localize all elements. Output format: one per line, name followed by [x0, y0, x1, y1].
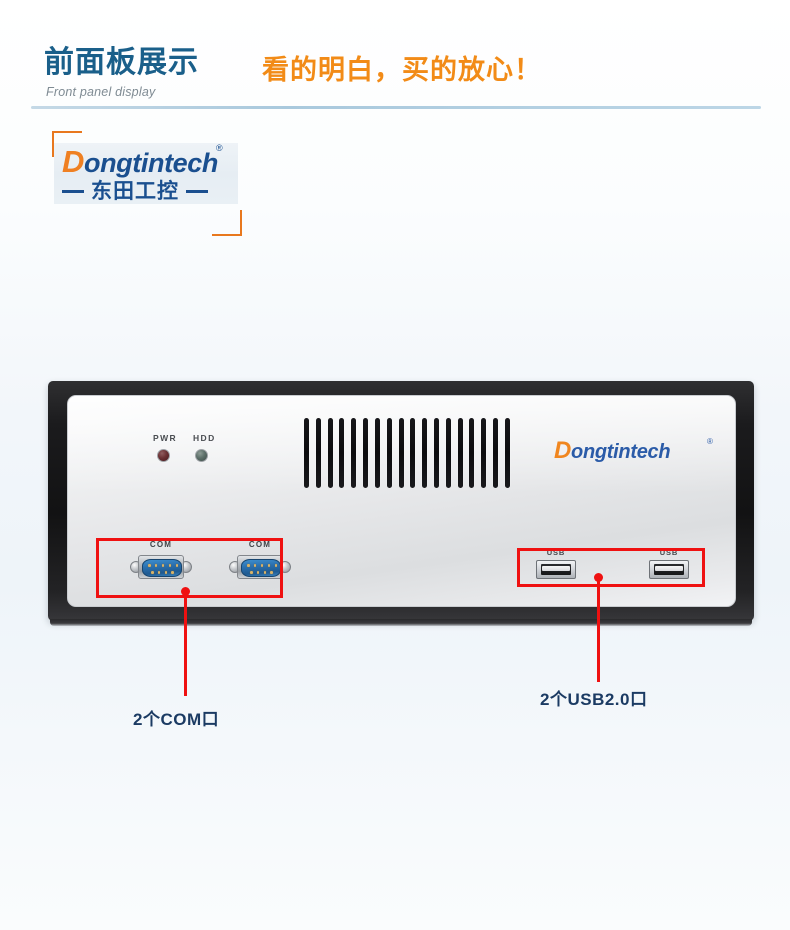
com-ports-highlight-box [96, 538, 283, 598]
vent-slot [445, 418, 451, 488]
panel-registered-trademark-icon: ® [707, 437, 713, 446]
com-port-1-shell [138, 555, 184, 579]
vent-slot [469, 418, 475, 488]
page-title: 前面板展示 [44, 46, 199, 79]
vent-slot [504, 418, 510, 488]
brand-wordmark-text: ongtintech [84, 148, 218, 178]
vent-slot [457, 418, 463, 488]
usb-port-2-shell [649, 560, 689, 579]
com-port-1-label: COM [149, 540, 173, 549]
usb-port-2[interactable]: USB [649, 549, 689, 579]
vent-slot [351, 418, 357, 488]
page-subtitle: Front panel display [46, 85, 156, 99]
com-port-1[interactable]: COM [130, 541, 192, 580]
com-port-1-connector [142, 559, 182, 577]
com-callout-line [184, 591, 187, 696]
panel-brand-initial: D [554, 437, 572, 464]
com-port-1-pins-top [148, 564, 178, 567]
panel-brand-logo: Dongtintech [554, 437, 671, 464]
logo-corner-bracket-top-left [52, 131, 82, 157]
power-led [157, 449, 170, 462]
vent-slot [493, 418, 498, 488]
usb-callout-label: 2个USB2.0口 [540, 690, 648, 709]
vent-slot [327, 418, 333, 488]
usb-port-2-tongue [655, 566, 683, 571]
logo-dash-right [186, 190, 208, 193]
vent-slot [433, 418, 439, 488]
vent-slot [304, 418, 309, 488]
usb-ports-highlight-box [517, 548, 705, 587]
vent-slot [339, 418, 345, 488]
vent-slot [315, 418, 321, 488]
vent-slot [386, 418, 392, 488]
hdd-led-label: HDD [193, 433, 216, 443]
usb-callout-line [597, 577, 600, 682]
brand-logo-panel [54, 143, 238, 204]
usb-port-2-label: USB [659, 548, 679, 557]
vent-slot [363, 418, 369, 488]
brand-wordmark: Dongtintech [62, 146, 218, 177]
com-port-2-pins-bottom [250, 571, 273, 574]
usb-port-1-shell [536, 560, 576, 579]
com-callout-label: 2个COM口 [133, 710, 220, 729]
brand-initial-letter: D [62, 144, 84, 179]
usb-port-1-label: USB [546, 548, 566, 557]
com-port-1-pins-bottom [151, 571, 174, 574]
marketing-slogan: 看的明白，买的放心！ [262, 55, 542, 85]
chassis-base-edge [50, 619, 752, 626]
vent-slot [422, 418, 428, 488]
vent-slot [410, 418, 416, 488]
ventilation-grille [304, 418, 510, 488]
header-divider [31, 106, 761, 109]
logo-dash-left [62, 190, 84, 193]
vent-slot [374, 418, 380, 488]
usb-port-1[interactable]: USB [536, 549, 576, 579]
com-port-2-label: COM [248, 540, 272, 549]
brand-chinese-row: 东田工控 [62, 181, 230, 202]
usb-port-1-tongue [542, 566, 570, 571]
page-header: 前面板展示 Front panel display 看的明白，买的放心！ [0, 0, 790, 112]
hdd-led [195, 449, 208, 462]
com-port-2-pins-top [247, 564, 277, 567]
registered-trademark-icon: ® [216, 143, 223, 153]
panel-brand-text: ongtintech [571, 441, 671, 463]
brand-chinese-name: 东田工控 [91, 180, 179, 203]
logo-corner-bracket-bottom-right [212, 210, 242, 236]
vent-slot [398, 418, 404, 488]
vent-slot [481, 418, 487, 488]
power-led-label: PWR [153, 433, 178, 443]
